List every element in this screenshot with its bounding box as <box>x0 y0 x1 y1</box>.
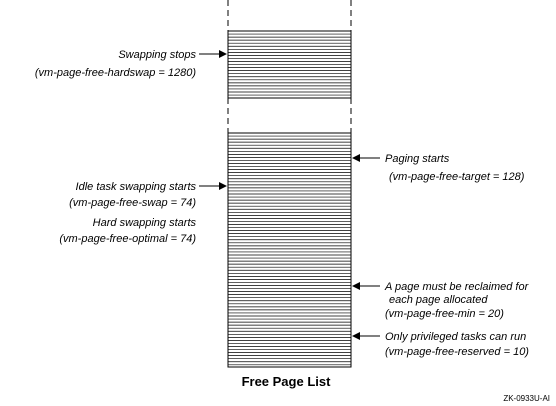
caption-free-page-list: Free Page List <box>242 374 332 389</box>
lower-block-hatching <box>228 135 351 366</box>
label-min: (vm-page-free-min = 20) <box>385 308 504 320</box>
figure-code: ZK-0933U-AI <box>503 394 550 403</box>
label-reclaim-line-1: A page must be reclaimed for <box>384 281 530 293</box>
label-paging-starts: Paging starts <box>385 153 450 165</box>
label-hardswap: (vm-page-free-hardswap = 1280) <box>35 67 196 79</box>
label-target: (vm-page-free-target = 128) <box>389 171 525 183</box>
label-privileged: Only privileged tasks can run <box>385 331 526 343</box>
label-swap: (vm-page-free-swap = 74) <box>69 197 196 209</box>
label-idle-swapping: Idle task swapping starts <box>76 181 197 193</box>
upper-page-block <box>227 30 352 99</box>
label-reserved: (vm-page-free-reserved = 10) <box>385 346 529 358</box>
label-swapping-stops: Swapping stops <box>118 49 196 61</box>
threshold-arrows <box>199 50 380 340</box>
label-reclaim-line-2: each page allocated <box>389 294 488 306</box>
upper-block-hatching <box>228 33 351 96</box>
dashed-extensions <box>227 0 352 133</box>
label-hard-swapping: Hard swapping starts <box>93 217 197 229</box>
lower-page-block <box>227 132 352 368</box>
label-optimal: (vm-page-free-optimal = 74) <box>59 233 196 245</box>
